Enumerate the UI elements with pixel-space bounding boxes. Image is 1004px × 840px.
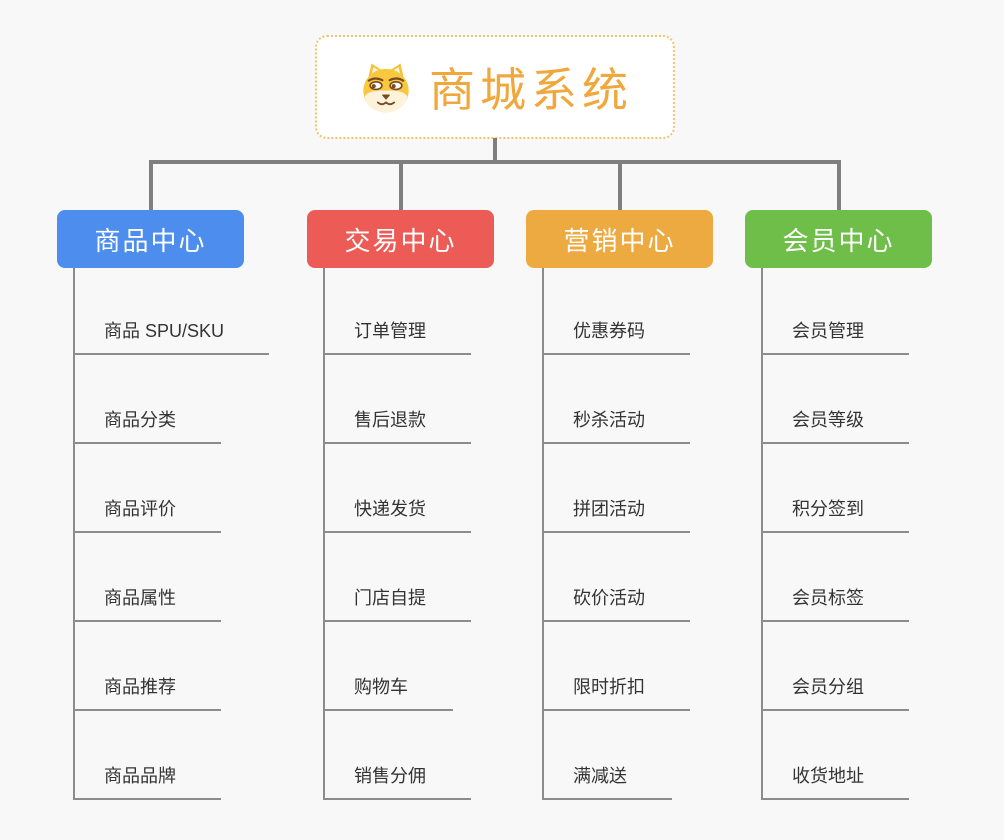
connector-drop-line: [399, 160, 403, 210]
leaf-node[interactable]: 商品分类: [73, 408, 221, 444]
leaf-node[interactable]: 购物车: [323, 675, 453, 711]
leaf-node[interactable]: 订单管理: [323, 319, 471, 355]
leaf-node[interactable]: 销售分佣: [323, 764, 471, 800]
branch-node-1[interactable]: 商品中心: [57, 210, 244, 268]
dog-face-icon: [363, 63, 409, 113]
leaf-node[interactable]: 会员等级: [761, 408, 909, 444]
leaf-node[interactable]: 商品推荐: [73, 675, 221, 711]
connector-drop-line: [837, 160, 841, 210]
leaf-node[interactable]: 会员分组: [761, 675, 909, 711]
leaf-node[interactable]: 拼团活动: [542, 497, 690, 533]
leaf-node[interactable]: 商品品牌: [73, 764, 221, 800]
branch-trunk-line: [73, 268, 75, 800]
leaf-node[interactable]: 会员管理: [761, 319, 909, 355]
connector-bus-line: [149, 160, 841, 164]
leaf-node[interactable]: 满减送: [542, 764, 672, 800]
branch-node-4[interactable]: 会员中心: [745, 210, 932, 268]
root-title: 商城系统: [429, 64, 633, 116]
leaf-node[interactable]: 限时折扣: [542, 675, 690, 711]
leaf-node[interactable]: 售后退款: [323, 408, 471, 444]
leaf-node[interactable]: 砍价活动: [542, 586, 690, 622]
leaf-node[interactable]: 秒杀活动: [542, 408, 690, 444]
leaf-node[interactable]: 商品属性: [73, 586, 221, 622]
branch-trunk-line: [542, 268, 544, 800]
leaf-node[interactable]: 收货地址: [761, 764, 909, 800]
connector-drop-line: [149, 160, 153, 210]
branch-trunk-line: [761, 268, 763, 800]
branch-trunk-line: [323, 268, 325, 800]
branch-node-3[interactable]: 营销中心: [526, 210, 713, 268]
leaf-node[interactable]: 积分签到: [761, 497, 909, 533]
root-stem-line: [493, 138, 497, 164]
root-node[interactable]: 商城系统: [315, 35, 675, 139]
leaf-node[interactable]: 快递发货: [323, 497, 471, 533]
leaf-node[interactable]: 会员标签: [761, 586, 909, 622]
leaf-node[interactable]: 商品 SPU/SKU: [73, 319, 270, 355]
leaf-node[interactable]: 优惠券码: [542, 319, 690, 355]
connector-drop-line: [618, 160, 622, 210]
leaf-node[interactable]: 商品评价: [73, 497, 221, 533]
leaf-node[interactable]: 门店自提: [323, 586, 471, 622]
branch-node-2[interactable]: 交易中心: [307, 210, 494, 268]
